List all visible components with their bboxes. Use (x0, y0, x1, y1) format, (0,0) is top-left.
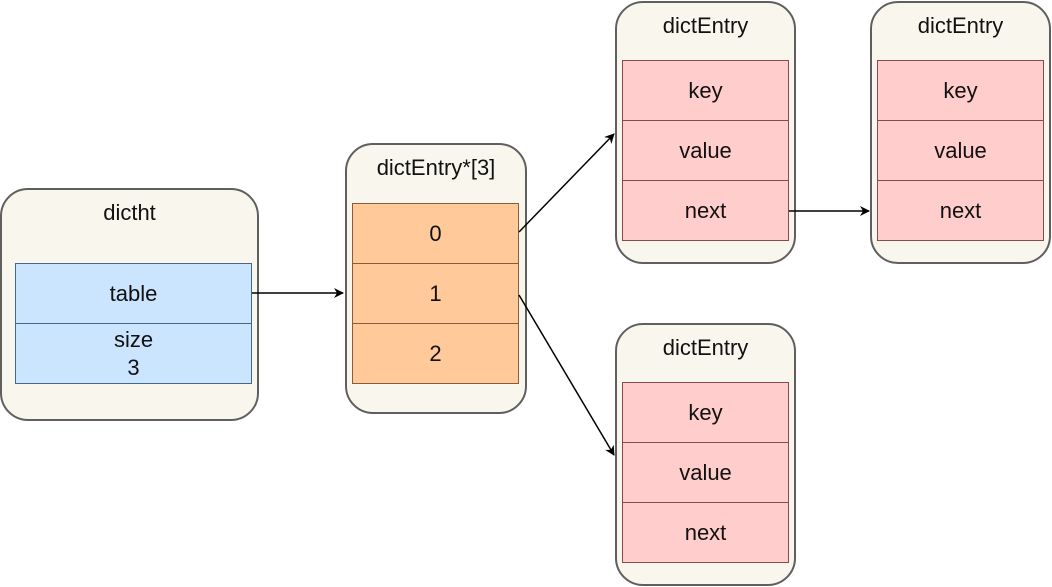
field-label: key (688, 77, 723, 103)
field-label: next (684, 519, 727, 545)
dict-entry-top-key: key (622, 60, 789, 121)
dict-entry-right-next: next (877, 180, 1044, 241)
field-label: key (943, 77, 978, 103)
size-label: size (113, 327, 154, 352)
arrow-slot1-to-entry-bottom (518, 294, 615, 456)
dictht-title: dictht (103, 200, 156, 225)
slot-label: 0 (429, 220, 442, 246)
field-label: next (939, 197, 982, 223)
dict-entry-bottom-key: key (622, 382, 789, 443)
dict-entry-right-value: value (877, 120, 1044, 181)
dict-entry-top-title: dictEntry (662, 13, 749, 38)
arrow-slot0-to-entry-top (518, 133, 615, 233)
table-label: table (109, 280, 158, 306)
table-array-title: dictEntry*[3] (376, 155, 496, 180)
dict-entry-top-value: value (622, 120, 789, 181)
dict-entry-bottom-value: value (622, 442, 789, 503)
dict-entry-bottom-title: dictEntry (662, 335, 749, 360)
dictht-size-field: size 3 (15, 323, 252, 384)
dict-entry-right-title: dictEntry (917, 13, 1004, 38)
dict-entry-top-next: next (622, 180, 789, 241)
table-slot-1: 1 (352, 263, 519, 324)
field-label: value (679, 459, 732, 485)
size-value: 3 (127, 354, 140, 380)
field-label: next (684, 197, 727, 223)
field-label: value (679, 137, 732, 163)
slot-label: 1 (429, 280, 442, 306)
field-label: key (688, 399, 723, 425)
table-slot-2: 2 (352, 323, 519, 384)
field-label: value (934, 137, 987, 163)
dict-entry-right-key: key (877, 60, 1044, 121)
dictht-table-field: table (15, 263, 252, 324)
slot-label: 2 (429, 340, 442, 366)
table-slot-0: 0 (352, 203, 519, 264)
dict-entry-bottom-next: next (622, 502, 789, 563)
